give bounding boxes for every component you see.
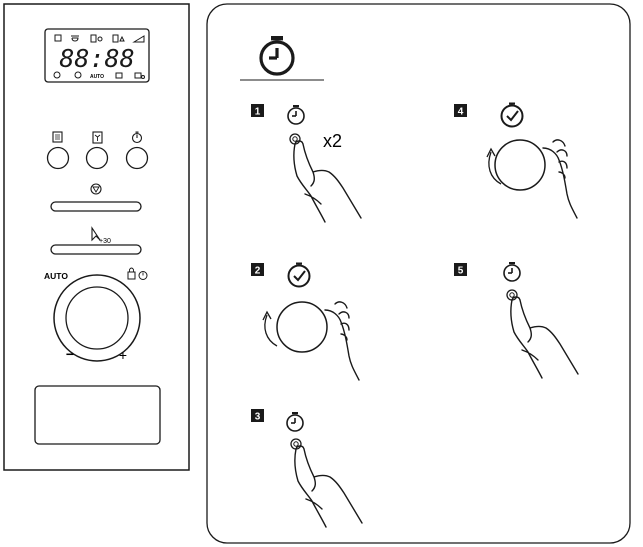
knob-minus-label: − <box>66 346 74 362</box>
step-number-badge <box>454 263 467 276</box>
defrost-indicator-icon <box>90 34 103 43</box>
timer-icon <box>131 131 143 144</box>
stop-icon <box>90 183 102 195</box>
rotate-knob-icon <box>262 301 328 353</box>
start-plus30-label: +30 <box>99 238 111 245</box>
display-window: 88:88 AUTO <box>44 28 150 83</box>
step-number-badge <box>454 104 467 117</box>
defrost-icon <box>92 131 103 144</box>
timer-button[interactable] <box>125 131 149 170</box>
power-indicator-icon <box>132 35 145 43</box>
start-plus30-icon <box>91 226 101 242</box>
step-number-badge <box>251 409 264 422</box>
step-1: 1 x2 <box>251 104 362 223</box>
step-number: 3 <box>255 412 261 423</box>
timer-indicator-icon <box>53 71 61 79</box>
knob-plus-label: + <box>119 347 127 363</box>
step-4: 4 <box>454 101 578 219</box>
control-panel: 88:88 AUTO <box>3 3 190 471</box>
knob-auto-label: AUTO <box>44 271 68 281</box>
lock-indicator-icon <box>115 72 123 79</box>
clock-indicator-icon <box>74 71 82 79</box>
rotate-knob-icon <box>486 139 546 191</box>
step-number-badge <box>251 104 264 117</box>
bowl-indicator-icon <box>71 35 79 42</box>
step-number: 1 <box>255 107 261 118</box>
step-2: 2 <box>251 261 360 381</box>
step-5: 5 <box>454 261 579 379</box>
step-number: 5 <box>458 266 464 277</box>
menu-indicator-icon <box>54 34 62 42</box>
display-digits: 88:88 <box>59 44 134 73</box>
weight-indicator-icon <box>112 34 125 43</box>
lock-timer-icon <box>127 267 148 280</box>
step-number: 4 <box>458 107 464 118</box>
auto-indicator: AUTO <box>90 74 104 80</box>
instruction-panel: 1 x2 2 <box>206 3 631 544</box>
child-lock-indicator-icon <box>134 72 145 79</box>
defrost-button[interactable] <box>85 131 109 170</box>
step-number-badge <box>251 263 264 276</box>
stop-button[interactable] <box>50 183 142 212</box>
menu-icon <box>52 131 63 143</box>
step-number: 2 <box>255 266 261 277</box>
menu-button[interactable] <box>46 131 70 170</box>
lower-panel-window <box>34 385 161 445</box>
control-knob[interactable] <box>53 274 141 362</box>
start-plus30-button[interactable]: +30 <box>50 226 142 255</box>
press-count-label: x2 <box>323 131 342 151</box>
step-3: 3 <box>251 409 363 528</box>
